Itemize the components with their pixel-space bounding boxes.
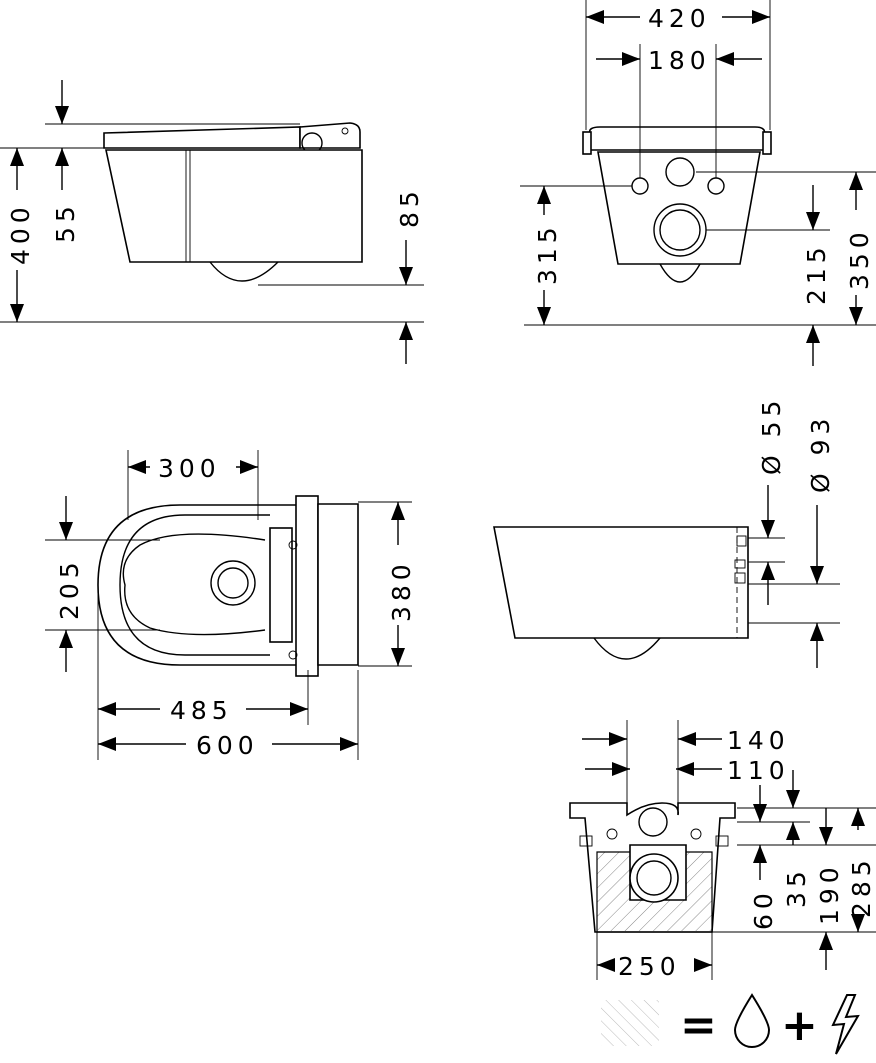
rear-hinge-right xyxy=(762,131,772,155)
side-view xyxy=(0,80,424,364)
rear-hinge-left xyxy=(582,131,592,155)
dim-55: 55 xyxy=(51,201,80,243)
rear-view xyxy=(520,0,876,366)
dim-600: 600 xyxy=(196,731,259,760)
install-view xyxy=(569,720,876,980)
dim-250: 250 xyxy=(618,952,681,981)
rear-block xyxy=(269,527,293,643)
water-inlet xyxy=(665,157,695,187)
section-body xyxy=(493,526,749,639)
dim-85: 85 xyxy=(395,186,424,228)
dim-190: 190 xyxy=(815,862,844,925)
dim-60: 60 xyxy=(749,888,778,930)
bowl-outline xyxy=(97,504,301,666)
hinge-screw xyxy=(341,127,349,135)
dim-315: 315 xyxy=(533,222,562,285)
dim-diameter-93: Ø 93 xyxy=(806,414,835,493)
dim-420: 420 xyxy=(648,4,711,33)
dim-485: 485 xyxy=(170,696,233,725)
legend-plus: + xyxy=(781,1000,818,1051)
dim-205: 205 xyxy=(55,557,84,620)
section-view xyxy=(493,485,840,668)
dim-300: 300 xyxy=(158,454,221,483)
dim-180: 180 xyxy=(648,46,711,75)
dim-140: 140 xyxy=(727,726,790,755)
drain-bulge xyxy=(209,261,279,282)
hinge-unit xyxy=(299,122,361,149)
dim-35: 35 xyxy=(782,866,811,908)
dim-350: 350 xyxy=(845,227,874,290)
dim-285: 285 xyxy=(847,855,876,918)
dim-diameter-55: Ø 55 xyxy=(757,396,786,475)
drain-outlet-inner xyxy=(659,209,701,251)
seat-hinge-plate xyxy=(295,495,319,677)
water-drop-icon xyxy=(733,993,771,1048)
dim-380: 380 xyxy=(387,559,416,622)
dim-215: 215 xyxy=(802,242,831,305)
legend-equals: = xyxy=(680,1000,717,1051)
top-view xyxy=(45,450,412,760)
hatch-swatch xyxy=(601,1000,659,1046)
install-water-inlet xyxy=(638,807,668,837)
seat-lid xyxy=(103,126,301,149)
rear-seat-lid xyxy=(583,126,772,151)
bowl-body xyxy=(105,149,363,263)
rear-bowl-body xyxy=(597,151,761,265)
dim-110: 110 xyxy=(727,756,790,785)
legend xyxy=(601,993,860,1055)
dim-400: 400 xyxy=(6,202,35,265)
tank-housing xyxy=(317,503,359,666)
lightning-icon xyxy=(831,994,860,1055)
